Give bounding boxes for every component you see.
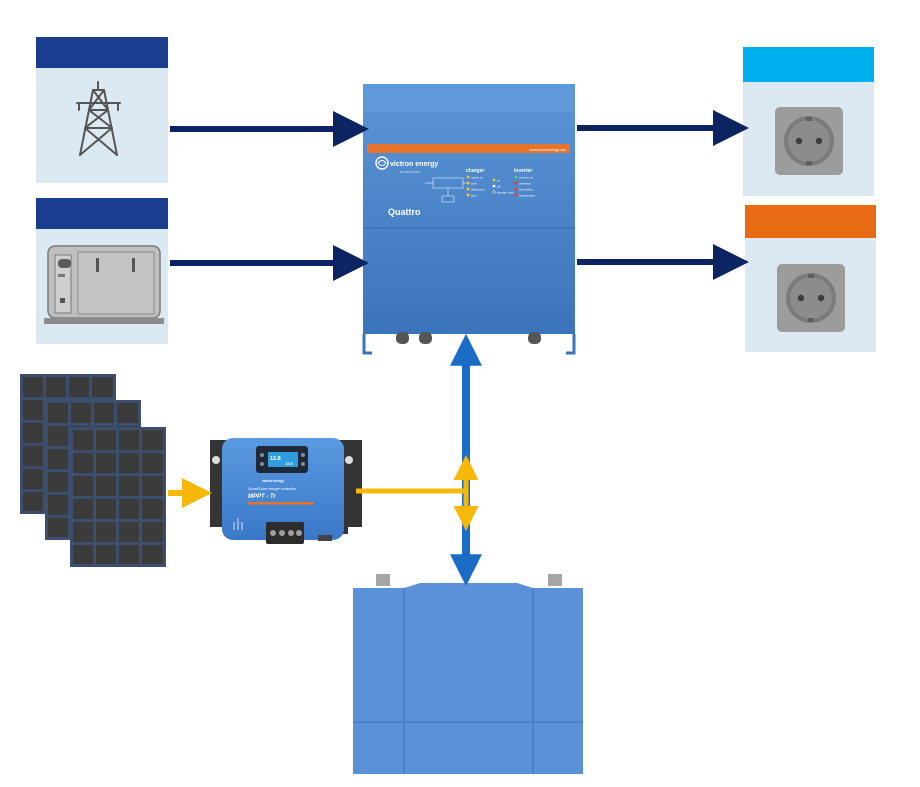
charger-led-label: float (471, 194, 477, 198)
mppt-product-line: SmartSolar charge controller (248, 487, 297, 491)
output1-tile-header (743, 47, 874, 82)
generator-tile-header (36, 198, 168, 229)
mppt-charge-controller: 12.8 15.5 victron energy SmartSolar char… (210, 438, 362, 544)
switch-indicator (492, 178, 496, 182)
battery-terminal (548, 574, 562, 586)
inverter-led-label: temperature (519, 194, 536, 198)
quattro-charger-heading: charger (466, 168, 484, 174)
charger-led-label: bulk (471, 182, 477, 186)
solar-panel-icon (20, 374, 166, 567)
victron-logo-icon (375, 156, 389, 170)
grid-tile-header (36, 37, 168, 68)
mppt-terminal-screws (270, 530, 302, 536)
mppt-lcd-value-left: 12.8 (270, 456, 281, 462)
mppt-ve-port (318, 535, 332, 541)
inverter-led-label: low battery (519, 188, 534, 192)
led-indicator (466, 187, 470, 191)
grid-input-tile (36, 37, 168, 183)
output2-tile-header (745, 205, 876, 238)
charger-led-list: mains on bulk absorption float (466, 175, 485, 198)
switch-label: off (497, 185, 500, 189)
inverter-led-label: overload (519, 182, 531, 186)
mppt-model-label: MPPT - Tr (248, 494, 277, 500)
led-indicator (514, 193, 518, 197)
mppt-button (260, 453, 264, 457)
mppt-button (301, 462, 305, 466)
generator-icon (44, 245, 164, 324)
power-socket-icon (777, 264, 845, 332)
led-indicator (514, 181, 518, 185)
power-socket-icon (775, 107, 843, 175)
quattro-website: www.victronenergy.com (529, 148, 566, 152)
mounting-hole (345, 456, 353, 464)
mppt-body (222, 438, 344, 540)
mppt-lcd-value-right: 15.5 (285, 461, 294, 466)
switch-labels: on off charger only (492, 178, 514, 195)
mppt-orange-stripe (248, 502, 314, 505)
led-indicator (514, 175, 518, 179)
mppt-button (301, 453, 305, 457)
ac-output-2-tile (745, 205, 876, 352)
inverter-led-list: inverter on overload low battery tempera… (514, 175, 536, 198)
ac-output-1-tile (743, 47, 874, 196)
switch-indicator (492, 190, 496, 194)
transmission-tower-icon (76, 81, 121, 156)
mppt-vent-marks (233, 518, 243, 530)
quattro-inverter: www.victronenergy.com victron energy BLU… (362, 84, 576, 355)
switch-label: charger only (497, 191, 514, 195)
quattro-orange-strip (367, 144, 570, 153)
quattro-model-label: Quattro (388, 207, 421, 217)
led-indicator (466, 193, 470, 197)
mppt-lcd (268, 452, 298, 467)
switch-indicator (492, 184, 496, 188)
quattro-body (363, 84, 575, 334)
inverter-led-label: inverter on (519, 176, 534, 180)
cable-glands (396, 332, 541, 344)
mppt-button (260, 462, 264, 466)
battery-body (353, 583, 583, 774)
mounting-bracket (362, 334, 576, 355)
charger-led-label: absorption (471, 188, 485, 192)
led-indicator (466, 181, 470, 185)
switch-label: on (497, 179, 501, 183)
mppt-brand: victron energy (262, 479, 284, 483)
mounting-hole (212, 456, 220, 464)
charger-led-label: mains on (471, 176, 484, 180)
led-indicator (514, 187, 518, 191)
quattro-inverter-heading: inverter (514, 168, 532, 174)
quattro-brand-tagline: BLUE POWER (400, 170, 421, 174)
battery-terminal (376, 574, 390, 586)
generator-input-tile (36, 198, 168, 344)
battery (353, 574, 583, 774)
quattro-brand: victron energy (390, 161, 438, 168)
flow-arrows (168, 110, 749, 587)
led-indicator (466, 175, 470, 179)
quattro-top-cover (363, 84, 575, 112)
